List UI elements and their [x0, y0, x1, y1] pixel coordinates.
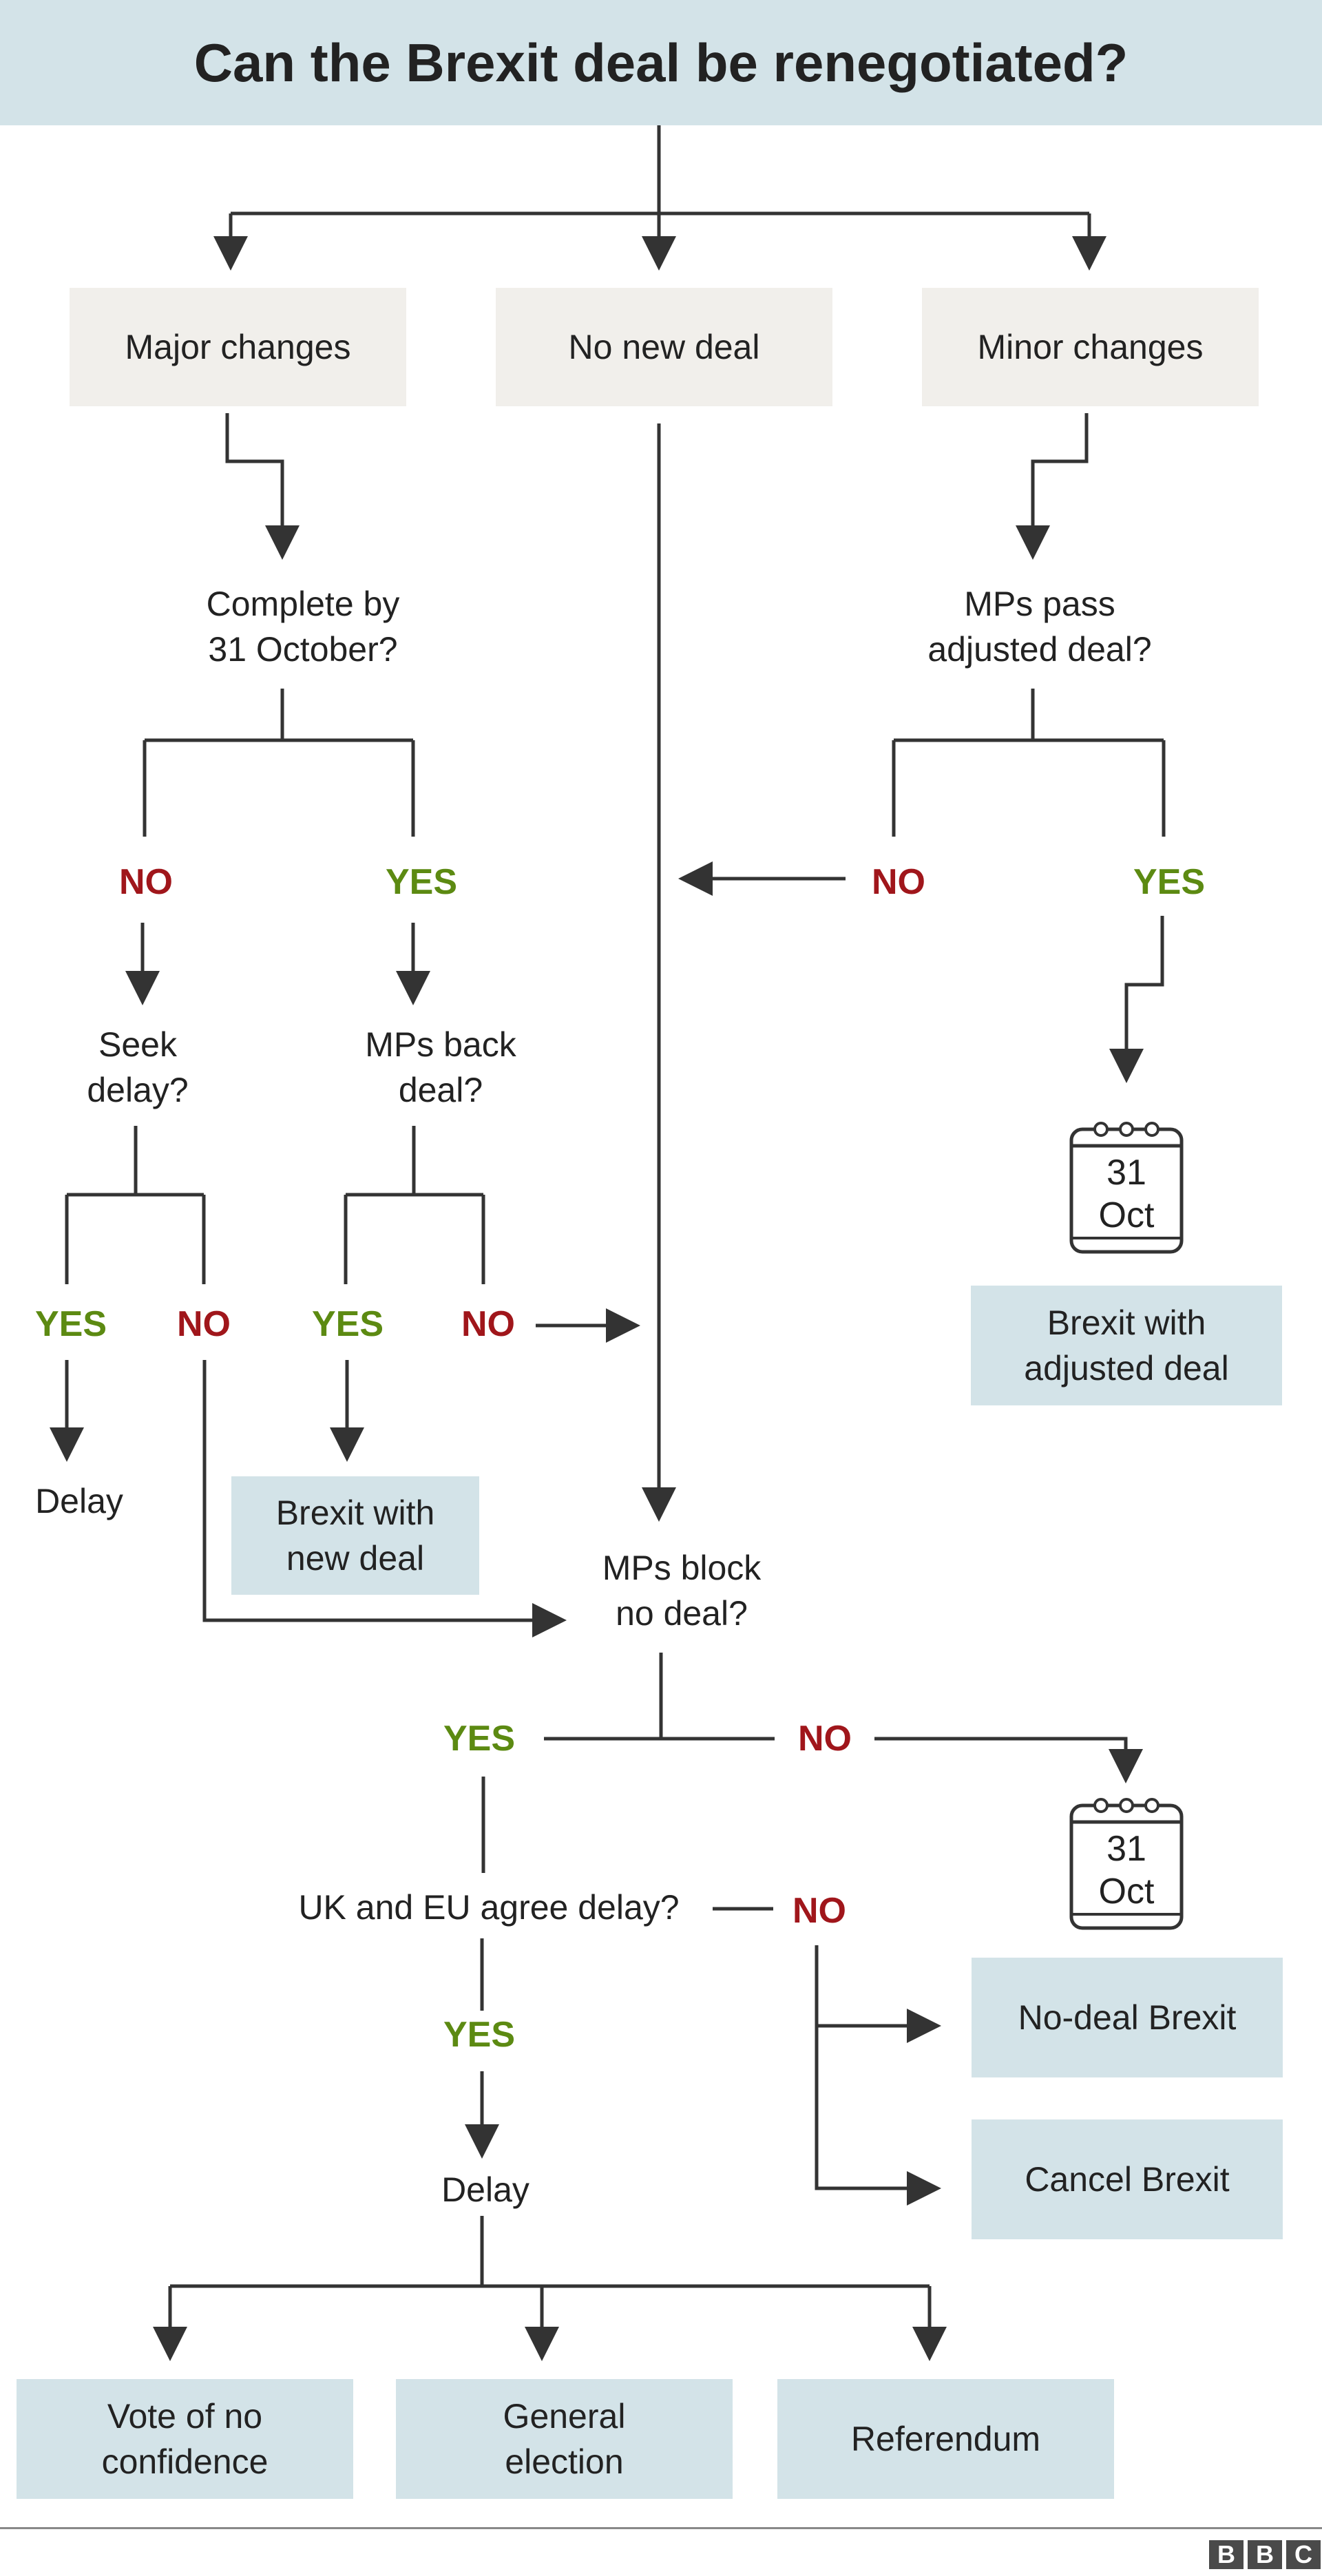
seek-delay-question: Seek delay? [87, 1025, 189, 1109]
bbc-logo-letter: B [1209, 2540, 1244, 2569]
referendum-box: Referendum [777, 2379, 1114, 2499]
brexit-new-deal-box: Brexit with new deal [231, 1476, 479, 1595]
uk-eu-agree-delay-question: UK and EU agree delay? [298, 1888, 680, 1927]
page-title: Can the Brexit deal be renegotiated? [193, 32, 1129, 93]
agree-delay-no-label: NO [793, 1891, 846, 1931]
agree-delay-yes-label: YES [443, 2015, 516, 2055]
seek-delay-yes-label: YES [34, 1304, 107, 1344]
complete-by-october-question: Complete by 31 October? [206, 585, 400, 669]
minor-changes-box: Minor changes [922, 288, 1259, 406]
calendar-day: 31 [1106, 1153, 1146, 1193]
block-no-deal-yes-label: YES [443, 1719, 516, 1759]
seek-delay-no-label: NO [177, 1304, 231, 1344]
complete-by-no-label: NO [119, 862, 173, 902]
mps-pass-no-label: NO [872, 862, 925, 902]
no-deal-brexit-box: No-deal Brexit [972, 1958, 1283, 2077]
major-changes-box: Major changes [70, 288, 406, 406]
mps-back-deal-question: MPs back deal? [365, 1025, 516, 1109]
calendar-day: 31 [1106, 1829, 1146, 1869]
calendar-icon: 31 Oct [1069, 1121, 1184, 1256]
bbc-logo-letter: C [1286, 2540, 1321, 2569]
cancel-brexit-box: Cancel Brexit [972, 2119, 1283, 2239]
delay-bottom-outcome: Delay [441, 2170, 529, 2209]
brexit-adjusted-deal-box: Brexit with adjusted deal [971, 1286, 1282, 1405]
calendar-month: Oct [1098, 1195, 1155, 1235]
no-new-deal-box: No new deal [496, 288, 832, 406]
mps-pass-adjusted-deal-question: MPs pass adjusted deal? [927, 585, 1152, 669]
bbc-logo: B B C [1209, 2540, 1321, 2569]
mps-pass-yes-label: YES [1133, 862, 1206, 902]
footer-divider [0, 2527, 1322, 2529]
header-banner [0, 0, 1322, 125]
general-election-box: General election [396, 2379, 733, 2499]
vote-of-no-confidence-box: Vote of no confidence [17, 2379, 353, 2499]
calendar-icon: 31 Oct [1069, 1797, 1184, 1932]
complete-by-yes-label: YES [385, 862, 458, 902]
mps-block-no-deal-question: MPs block no deal? [602, 1549, 762, 1633]
back-deal-yes-label: YES [311, 1304, 384, 1344]
delay-left-outcome: Delay [35, 1482, 123, 1520]
block-no-deal-no-label: NO [798, 1719, 852, 1759]
calendar-month: Oct [1098, 1872, 1155, 1912]
bbc-logo-letter: B [1248, 2540, 1282, 2569]
back-deal-no-label: NO [461, 1304, 515, 1344]
